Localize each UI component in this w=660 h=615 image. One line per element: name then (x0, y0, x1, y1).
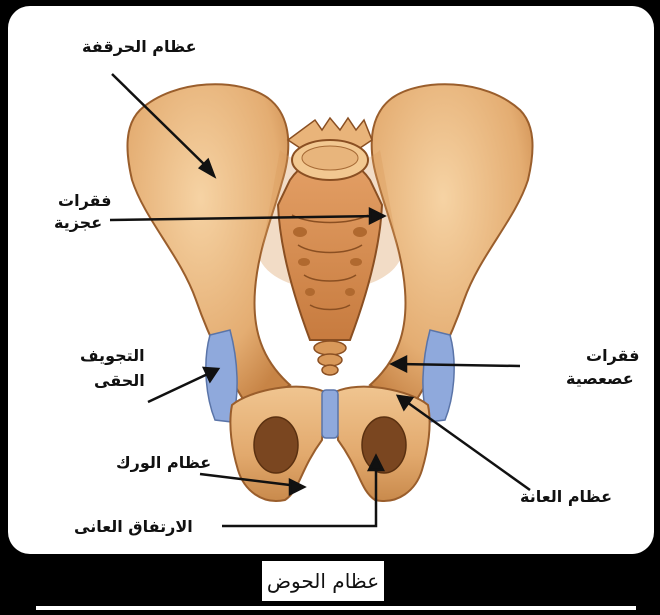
left-obturator-foramen (254, 417, 298, 473)
coccyx (314, 341, 346, 375)
title-box: عظام الحوض (262, 561, 384, 601)
sacrum (278, 158, 382, 341)
label-ischium: عظام الورك (116, 452, 211, 474)
label-ilium: عظام الحرقفة (82, 36, 197, 58)
bottom-divider (36, 606, 636, 610)
label-symphysis: الارتفاق العانى (74, 516, 193, 538)
right-obturator-foramen (362, 417, 406, 473)
label-coccyx-line2: عصعصية (566, 368, 634, 390)
label-pubis: عظام العانة (520, 486, 612, 508)
label-coccyx-line1: فقرات (586, 345, 640, 367)
label-acetabulum-line2: الحقى (94, 370, 145, 392)
figure-title: عظام الحوض (267, 569, 379, 593)
label-sacrum-line1: فقرات (58, 190, 112, 212)
label-acetabulum-line1: التجويف (80, 345, 145, 367)
label-sacrum-line2: عجزية (54, 212, 102, 234)
pubic-symphysis (322, 390, 338, 438)
